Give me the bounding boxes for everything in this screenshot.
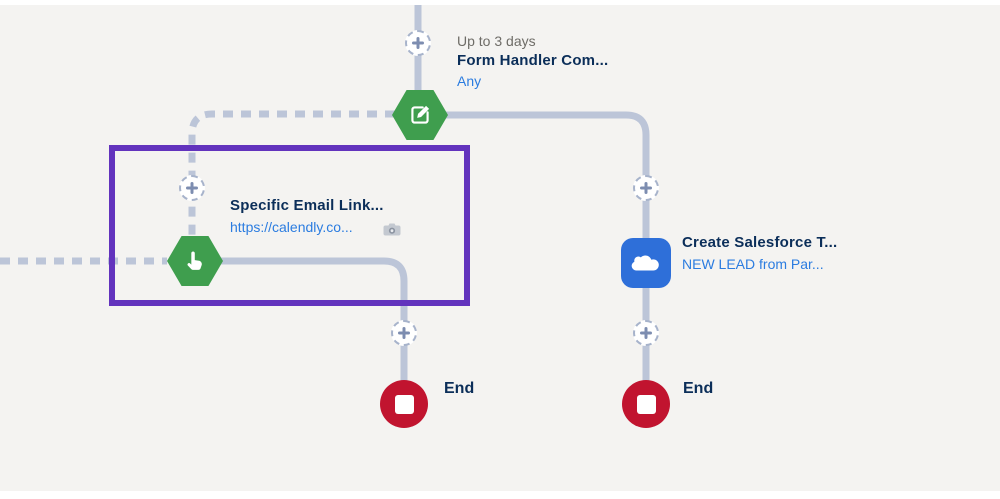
end-label: End bbox=[683, 380, 714, 397]
add-step-button[interactable] bbox=[405, 30, 431, 56]
node-condition[interactable]: Any bbox=[457, 73, 482, 89]
salesforce-task-node[interactable] bbox=[621, 238, 671, 288]
add-step-button[interactable] bbox=[633, 175, 659, 201]
click-hand-icon bbox=[187, 251, 202, 270]
plus-icon bbox=[398, 327, 410, 339]
end-node[interactable] bbox=[380, 380, 428, 428]
selection-rectangle bbox=[109, 145, 470, 306]
plus-icon bbox=[186, 182, 198, 194]
edit-icon bbox=[411, 105, 430, 124]
wait-label: Up to 3 days bbox=[457, 33, 536, 49]
plus-icon bbox=[640, 327, 652, 339]
add-step-button[interactable] bbox=[179, 175, 205, 201]
node-title[interactable]: Form Handler Com... bbox=[457, 52, 609, 69]
node-title[interactable]: Create Salesforce T... bbox=[682, 234, 838, 251]
stop-icon bbox=[636, 394, 656, 414]
node-subtitle[interactable]: NEW LEAD from Par... bbox=[682, 256, 824, 272]
node-link[interactable]: https://calendly.co... bbox=[230, 219, 353, 235]
salesforce-cloud-icon bbox=[631, 255, 659, 271]
preview-camera-icon[interactable] bbox=[383, 222, 401, 242]
add-step-button[interactable] bbox=[391, 320, 417, 346]
end-label: End bbox=[444, 380, 475, 397]
wire-emaillink-to-end bbox=[221, 257, 408, 381]
plus-icon bbox=[412, 37, 424, 49]
end-node[interactable] bbox=[622, 380, 670, 428]
canvas-background bbox=[0, 5, 1000, 491]
wire-dashed-to-emaillink bbox=[188, 110, 395, 237]
add-step-button[interactable] bbox=[633, 320, 659, 346]
wire-to-salesforce-task bbox=[446, 111, 650, 240]
plus-icon bbox=[640, 182, 652, 194]
node-title[interactable]: Specific Email Link... bbox=[230, 197, 384, 214]
stop-icon bbox=[394, 394, 414, 414]
